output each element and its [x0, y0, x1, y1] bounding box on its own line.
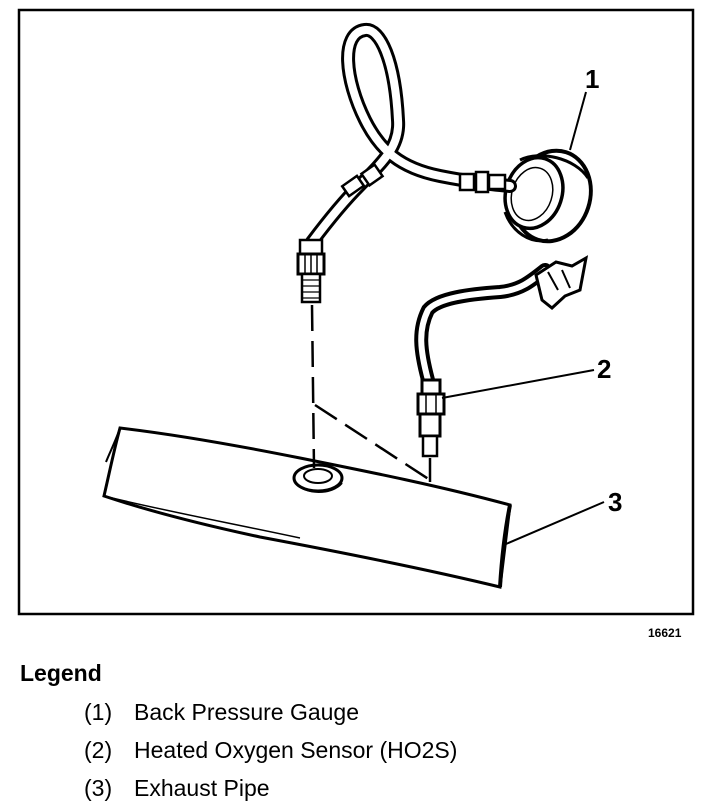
legend-item-number: (2) [84, 737, 113, 763]
back-pressure-gauge [503, 148, 593, 244]
legend-item-label: Heated Oxygen Sensor (HO2S) [134, 737, 458, 763]
legend-item: (1) Back Pressure Gauge [84, 698, 457, 736]
installation-lines [310, 304, 432, 482]
heated-oxygen-sensor [414, 255, 589, 458]
hose-fittings [340, 162, 507, 198]
figure-frame [17, 8, 695, 616]
callout-2: 2 [597, 354, 611, 384]
legend-item: (2) Heated Oxygen Sensor (HO2S) [84, 736, 457, 774]
gauge-adapter-fitting [296, 238, 326, 304]
callout-leaders [441, 91, 605, 545]
gauge-hose [305, 23, 517, 249]
legend-item: (3) Exhaust Pipe [84, 774, 457, 812]
callout-3: 3 [608, 487, 622, 517]
callout-1: 1 [585, 64, 599, 94]
legend-title: Legend [20, 660, 102, 686]
legend-item-number: (1) [84, 699, 113, 725]
legend-item-label: Back Pressure Gauge [134, 699, 360, 725]
legend-list: (1) Back Pressure Gauge (2) Heated Oxygen … [84, 698, 457, 812]
diagram-figure: 1 2 3 [17, 8, 695, 616]
legend-item-number: (3) [84, 775, 113, 801]
legend-item-label: Exhaust Pipe [134, 775, 270, 801]
figure-id: 16621 [648, 626, 682, 640]
exhaust-pipe [102, 426, 512, 589]
